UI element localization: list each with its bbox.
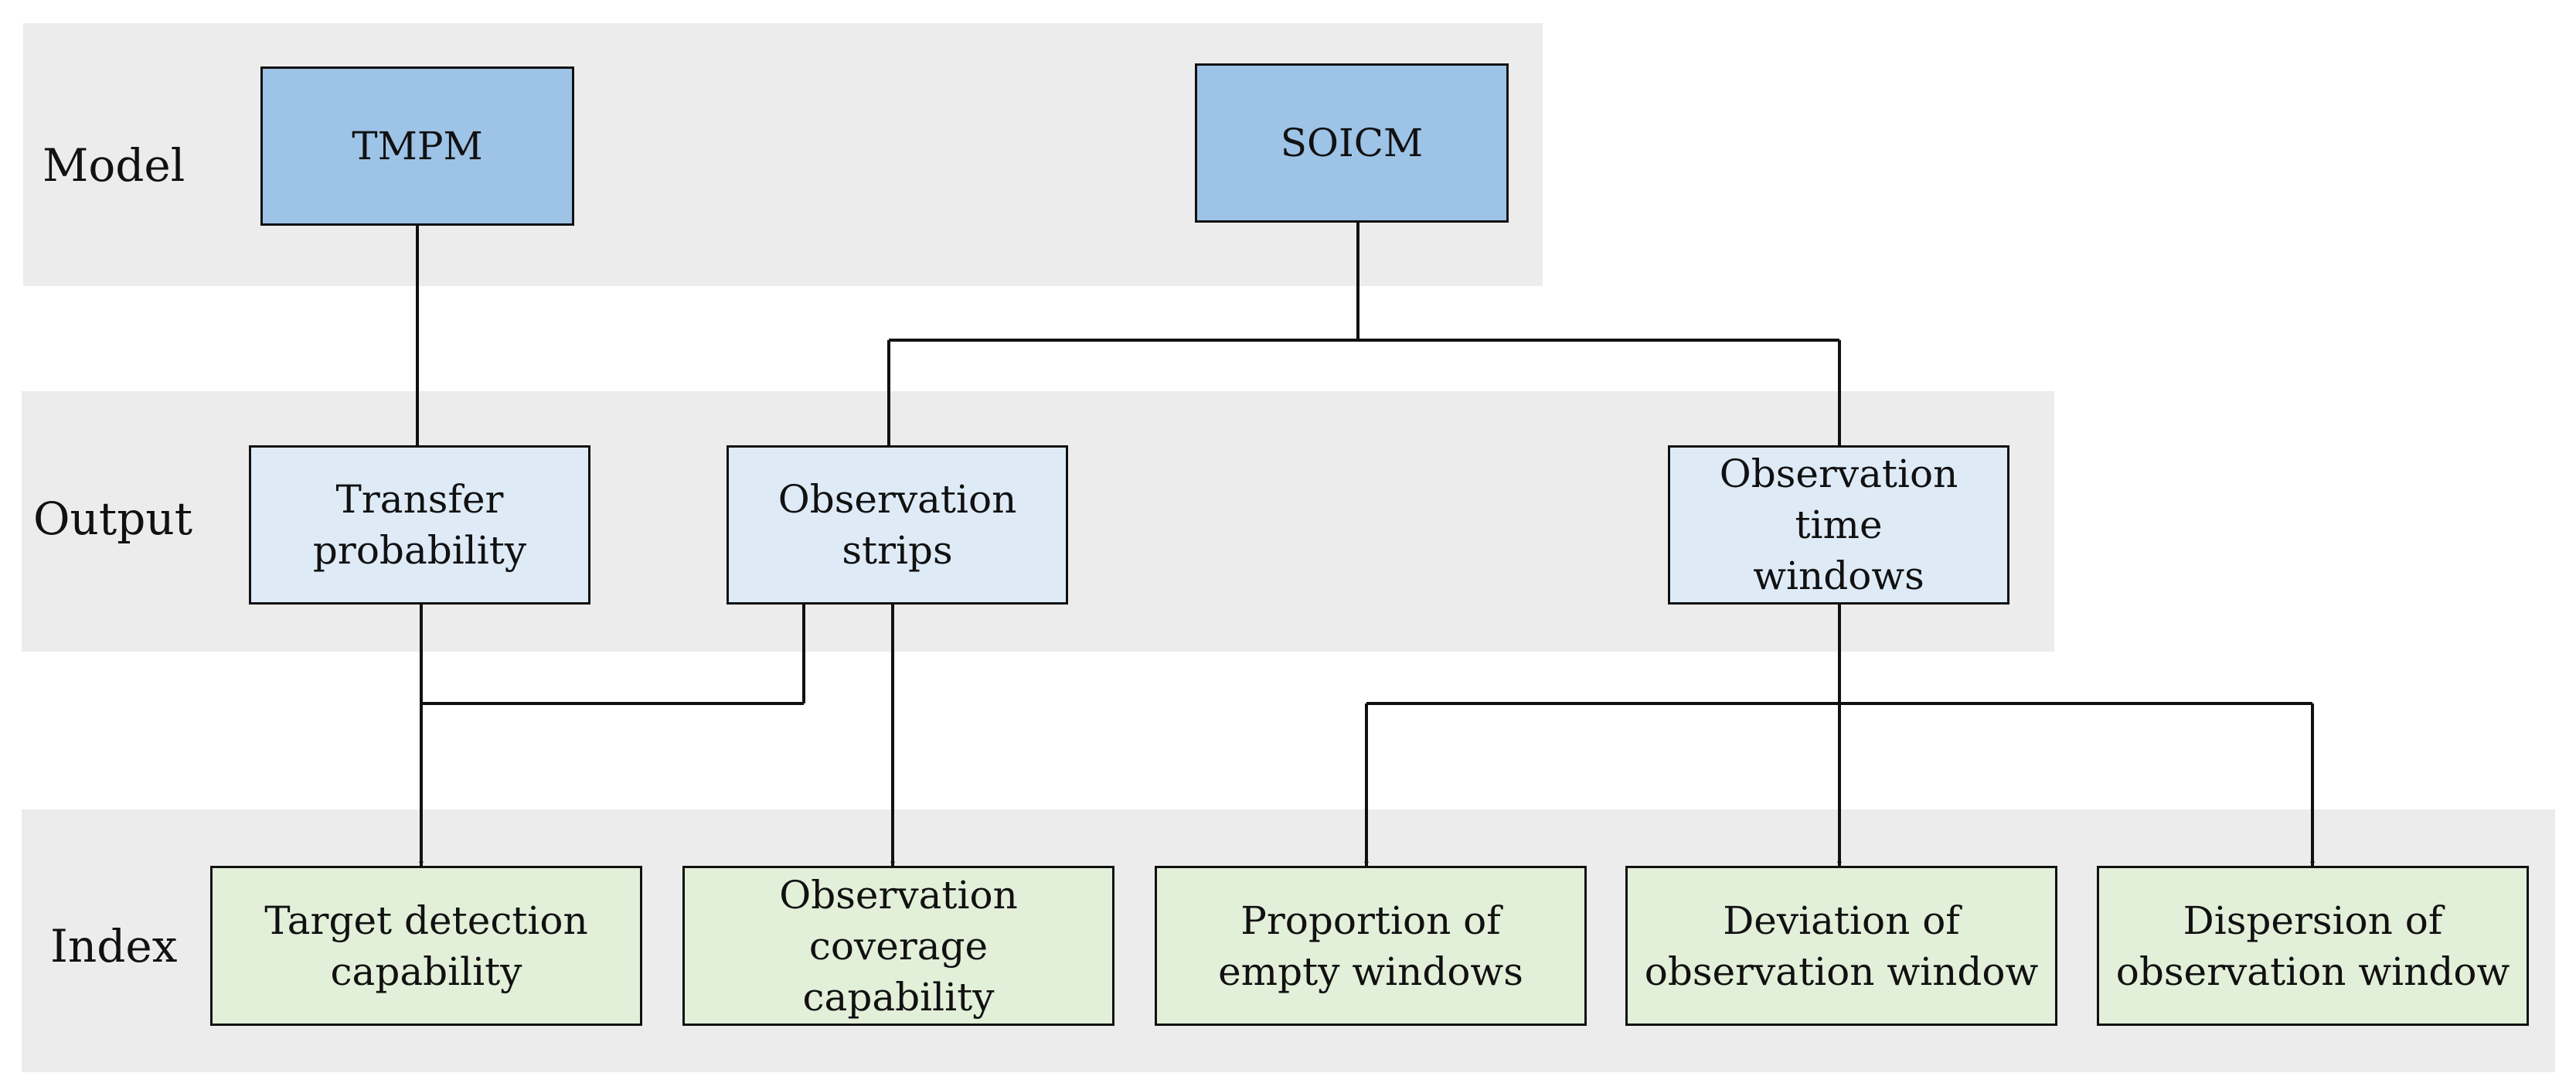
window-deviation-line-1: Deviation of [1723, 898, 1960, 943]
node-transfer-probability: Transfer probability [249, 445, 590, 605]
node-soicm: SOICM [1195, 63, 1509, 223]
node-observation-strips: Observation strips [727, 445, 1068, 605]
node-tmpm: TMPM [260, 66, 574, 226]
empty-windows-line-1: Proportion of [1240, 898, 1501, 943]
observation-strips-line-1: Observation [778, 477, 1017, 522]
node-window-deviation: Deviation of observation window [1625, 866, 2057, 1026]
window-dispersion-line-2: observation window [2115, 949, 2510, 994]
observation-coverage-line-2: capability [802, 974, 995, 1020]
window-deviation-line-2: observation window [1644, 949, 2039, 994]
node-window-dispersion: Dispersion of observation window [2097, 866, 2529, 1026]
row-label-index: Index [50, 920, 178, 972]
node-tmpm-label: TMPM [352, 124, 483, 169]
node-target-detection: Target detection capability [210, 866, 642, 1026]
node-soicm-label: SOICM [1280, 121, 1424, 165]
window-dispersion-line-1: Dispersion of [2183, 898, 2443, 943]
observation-time-windows-line-2: windows [1753, 554, 1924, 598]
transfer-probability-line-1: Transfer [335, 477, 504, 522]
row-label-model: Model [43, 139, 185, 192]
empty-windows-line-2: empty windows [1218, 949, 1523, 994]
target-detection-line-2: capability [330, 949, 522, 994]
node-observation-time-windows: Observation time windows [1668, 445, 2009, 605]
observation-coverage-line-1: Observation coverage [779, 872, 1018, 969]
node-empty-windows: Proportion of empty windows [1155, 866, 1587, 1026]
observation-strips-line-2: strips [842, 528, 953, 573]
target-detection-line-1: Target detection [264, 898, 588, 943]
node-observation-coverage: Observation coverage capability [682, 866, 1114, 1026]
transfer-probability-line-2: probability [312, 528, 527, 573]
row-label-output: Output [33, 492, 193, 545]
observation-time-windows-line-1: Observation time [1719, 451, 1958, 547]
